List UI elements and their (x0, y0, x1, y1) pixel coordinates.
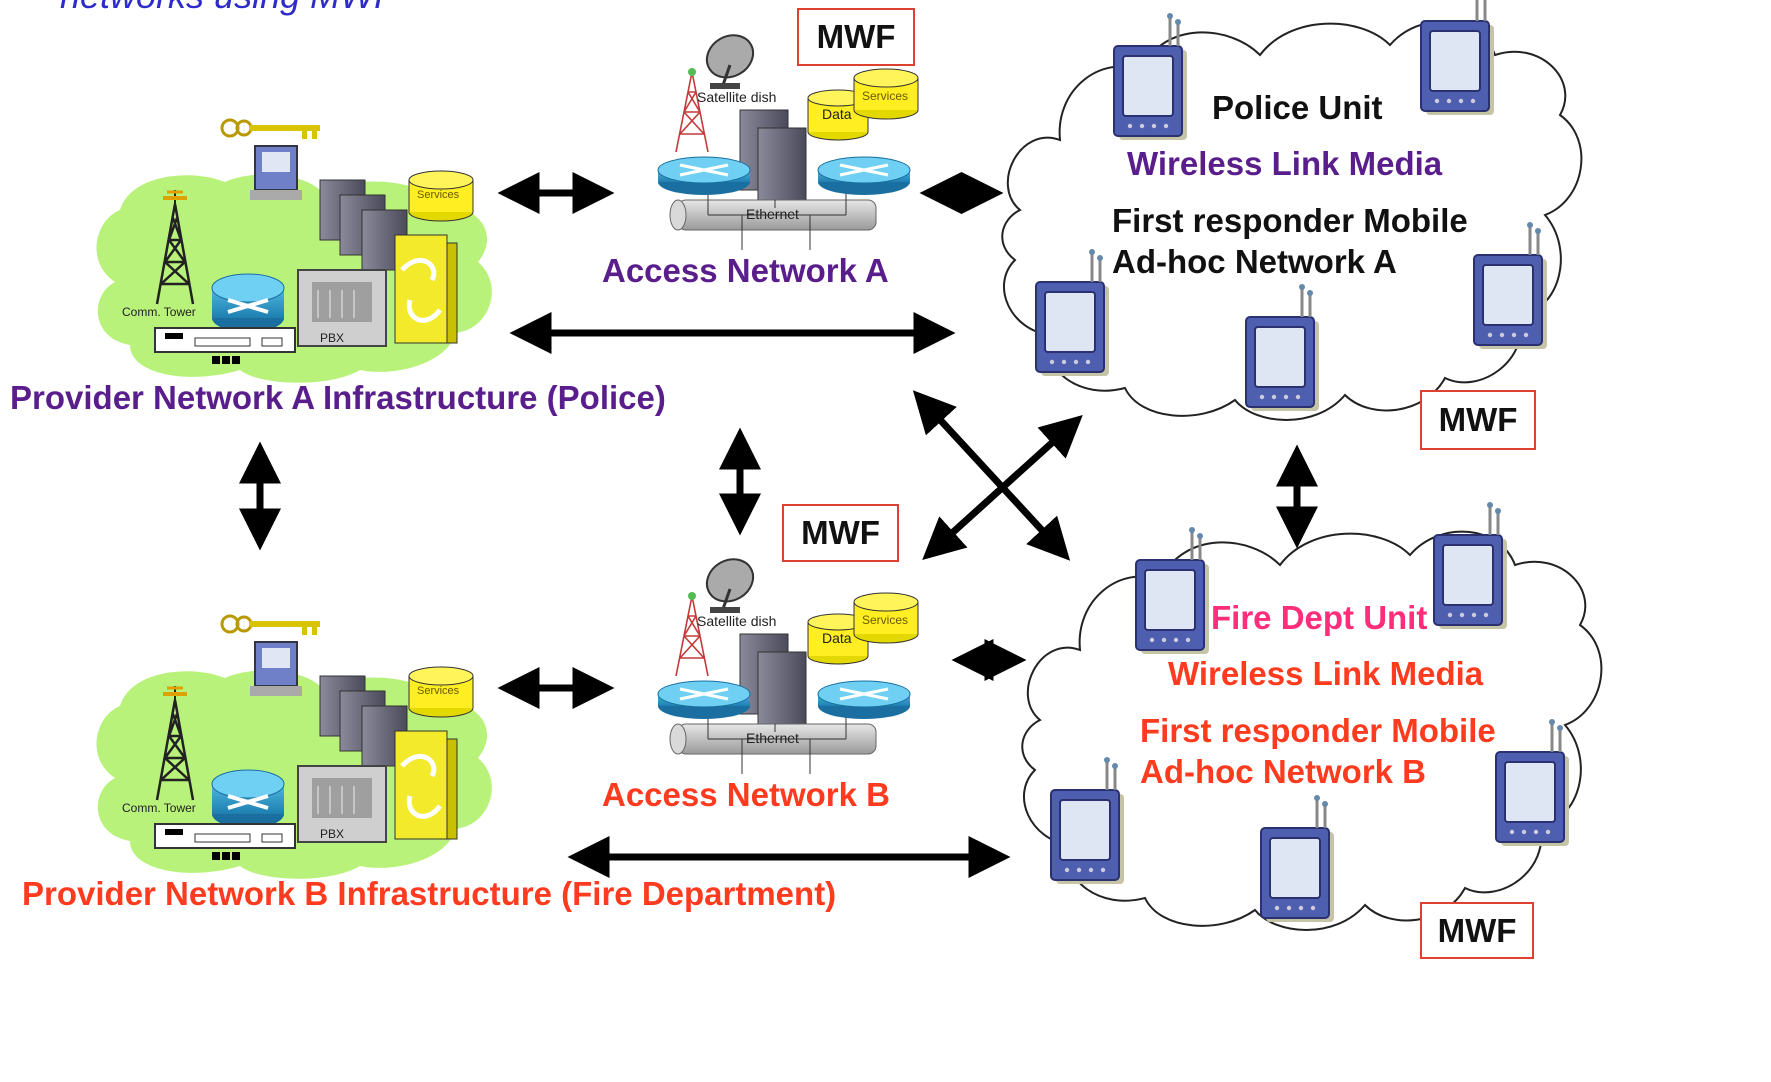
access-a-mwf-badge: MWF (797, 8, 915, 66)
mobile-device-icon (1419, 0, 1496, 117)
access-b-data-label: Data (822, 630, 852, 646)
cloud-a-link: Wireless Link Media (1127, 145, 1443, 182)
access-a-data-label: Data (822, 106, 852, 122)
cloud-a-unit: Police Unit (1212, 89, 1383, 126)
access-b-ethernet-label: Ethernet (746, 730, 799, 746)
cloud-b-unit: Fire Dept Unit (1211, 599, 1428, 636)
cloud-b-link: Wireless Link Media (1168, 655, 1484, 692)
access-b-mwf-badge: MWF (782, 504, 899, 562)
provider-a-title: Provider Network A Infrastructure (Polic… (10, 379, 666, 416)
provider-a-tower-label: Comm. Tower (122, 305, 196, 319)
access-a-dish-label: Satellite dish (697, 89, 776, 105)
access-b-dish-label: Satellite dish (697, 613, 776, 629)
access-a-title: Access Network A (602, 252, 889, 289)
cloud-b-line2: Ad-hoc Network B (1140, 753, 1427, 790)
mobile-device-icon (1432, 500, 1509, 631)
provider-b-infrastructure (96, 616, 491, 879)
mobile-device-icon (1112, 11, 1189, 142)
provider-b-title: Provider Network B Infrastructure (Fire … (22, 875, 837, 912)
provider-a-infrastructure (96, 120, 491, 383)
arrow-diagonal-1 (912, 390, 1071, 561)
access-a-services-label: Services (862, 89, 908, 103)
provider-a-pbx-label: PBX (320, 331, 344, 345)
access-b-title: Access Network B (602, 776, 890, 813)
access-a-ethernet-label: Ethernet (746, 206, 799, 222)
cloud-b-mwf-badge: MWF (1420, 902, 1534, 959)
provider-b-tower-label: Comm. Tower (122, 801, 196, 815)
arrow-diagonal-2 (922, 414, 1083, 561)
cloud-a-mwf-badge: MWF (1420, 390, 1536, 450)
cloud-a-line1: First responder Mobile (1112, 202, 1468, 239)
header-partial-title: networks using MWF (60, 0, 398, 16)
access-b-services-label: Services (862, 613, 908, 627)
provider-b-pbx-label: PBX (320, 827, 344, 841)
provider-b-services-label: Services (417, 685, 460, 697)
provider-a-services-label: Services (417, 189, 460, 201)
cloud-a-line2: Ad-hoc Network A (1112, 243, 1397, 280)
cloud-b-line1: First responder Mobile (1140, 712, 1496, 749)
